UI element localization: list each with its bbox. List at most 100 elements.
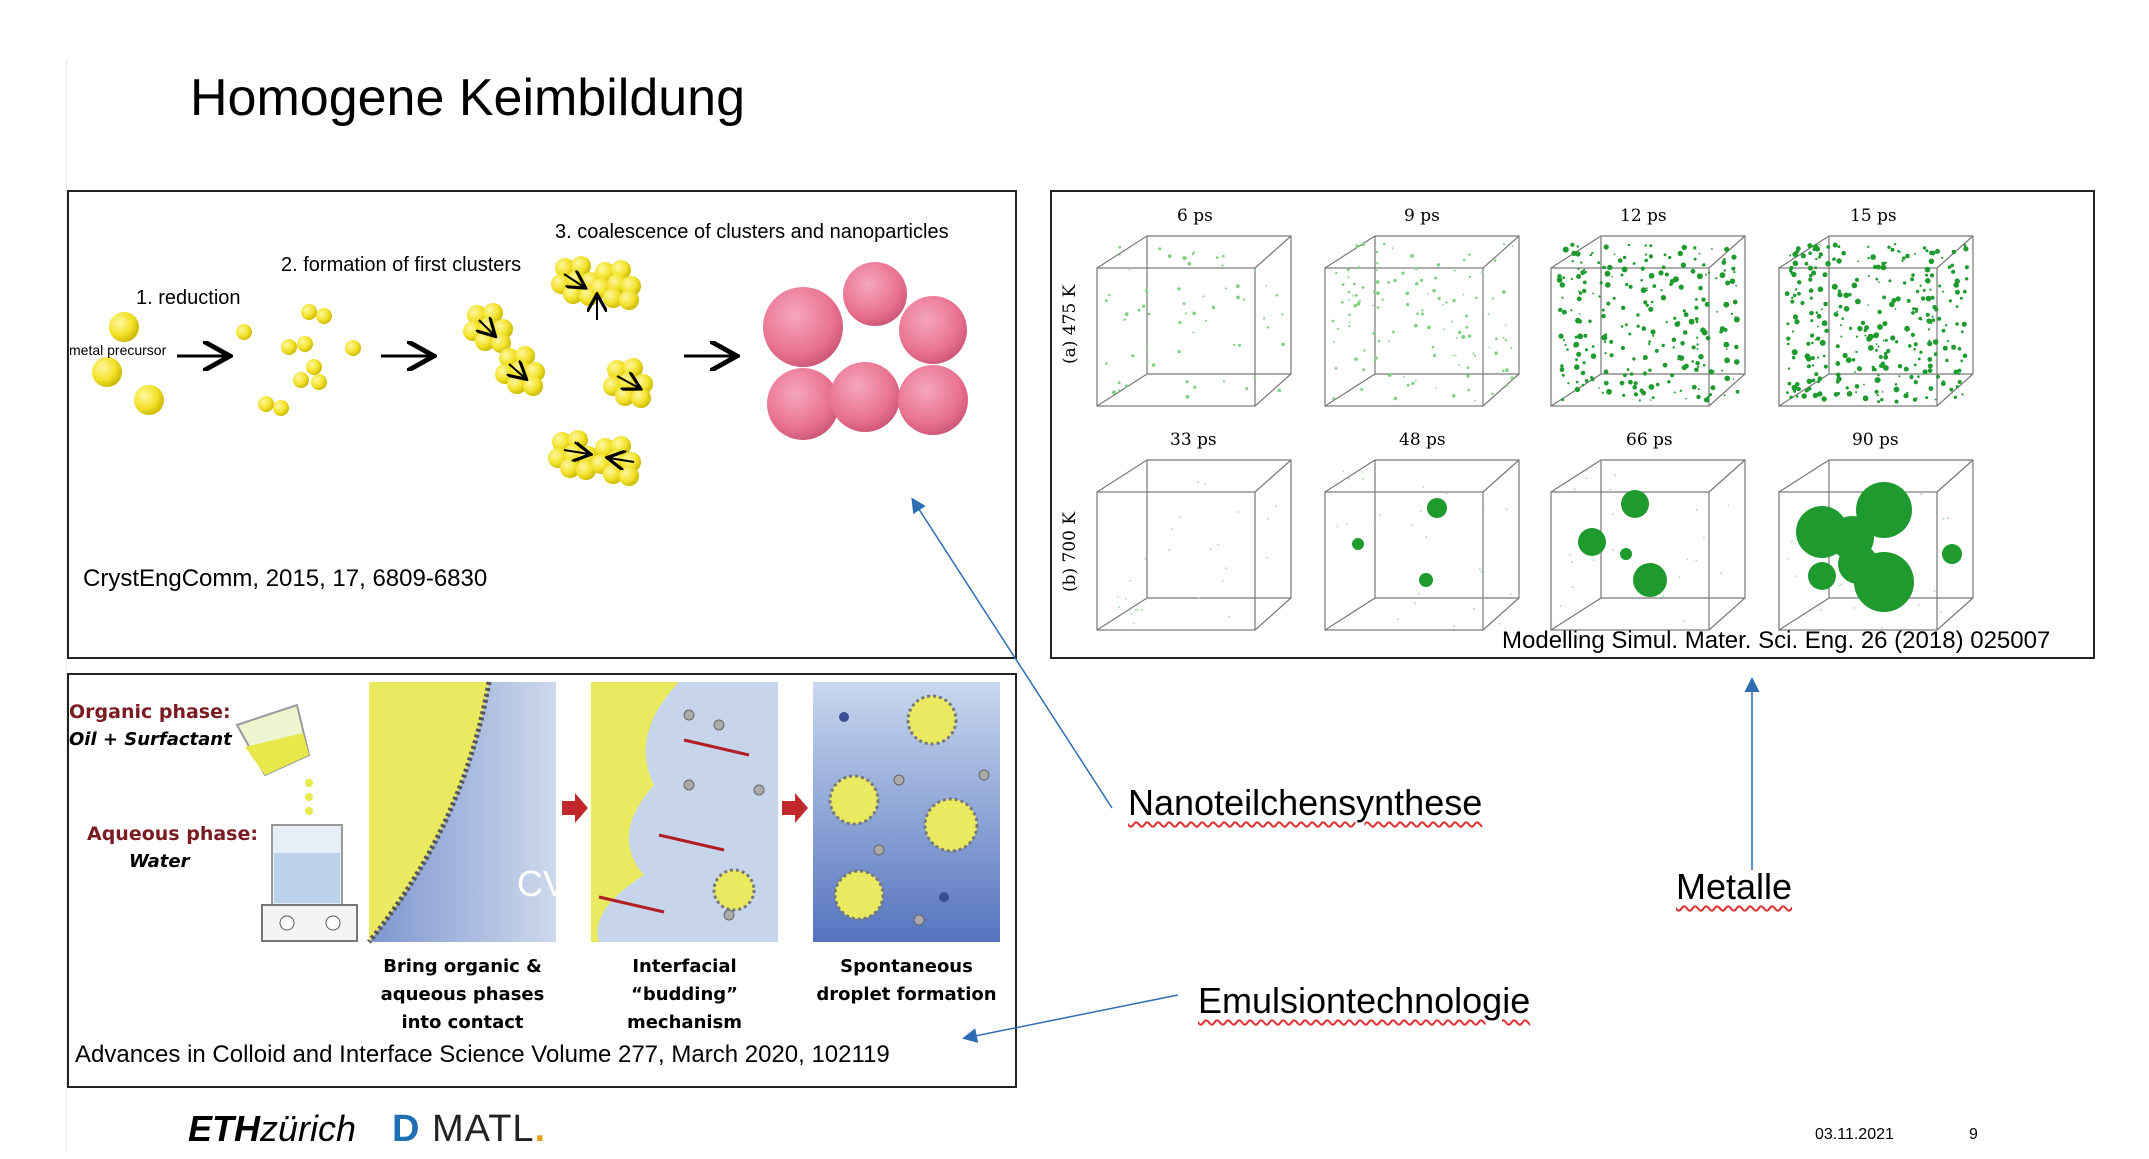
- atom-speckle: [1130, 613, 1133, 615]
- atom-speckle: [1849, 326, 1853, 330]
- atom-speckle: [1686, 558, 1689, 561]
- atom-speckle: [1874, 389, 1879, 394]
- atom-speckle: [1696, 394, 1701, 400]
- atom-speckle: [1696, 336, 1699, 339]
- atom-speckle: [1821, 396, 1827, 402]
- atom-speckle: [1917, 357, 1921, 361]
- atom-speckle: [1625, 282, 1629, 287]
- atom-speckle: [1467, 334, 1472, 338]
- atom-speckle: [1640, 266, 1645, 271]
- atom-speckle: [1695, 361, 1700, 366]
- atom-speckle: [1837, 245, 1841, 249]
- atom-speckle: [1170, 528, 1173, 531]
- atom-speckle: [1648, 340, 1651, 343]
- atom-speckle: [1930, 322, 1933, 325]
- atom-speckle: [1167, 254, 1172, 259]
- atom-speckle: [1723, 301, 1730, 308]
- atom-speckle: [1947, 265, 1952, 269]
- atom-speckle: [1908, 344, 1912, 348]
- atom-speckle: [1636, 324, 1640, 328]
- atom-speckle: [1575, 358, 1578, 361]
- atom-speckle: [1955, 385, 1959, 389]
- atom-speckle: [1603, 244, 1609, 250]
- atom-speckle: [1123, 318, 1126, 321]
- atom-speckle: [1888, 279, 1892, 283]
- atom-speckle: [1561, 309, 1567, 315]
- atom-speckle: [1118, 389, 1121, 392]
- atom-speckle: [1578, 291, 1583, 295]
- atom-speckle: [1124, 597, 1127, 600]
- atom-speckle: [1722, 273, 1726, 276]
- atom-speckle: [1177, 287, 1181, 291]
- atom-speckle: [1648, 384, 1655, 390]
- atom-speckle: [1642, 355, 1648, 360]
- atom-speckle: [1455, 337, 1458, 339]
- emulsion-citation: Advances in Colloid and Interface Scienc…: [75, 1041, 890, 1068]
- atom-speckle: [1562, 246, 1569, 253]
- atom-speckle: [1926, 318, 1932, 324]
- atom-speckle: [1875, 277, 1879, 281]
- atom-speckle: [1603, 369, 1609, 375]
- atom-speckle: [1605, 282, 1611, 288]
- atom-speckle: [1421, 312, 1424, 316]
- atom-speckle: [1236, 295, 1240, 300]
- atom-speckle: [1695, 559, 1698, 562]
- atom-speckle: [1964, 265, 1969, 270]
- atom-speckle: [1696, 348, 1699, 350]
- atom-speckle: [1957, 373, 1960, 375]
- atom-speckle: [1274, 505, 1277, 508]
- atom-speckle: [1348, 321, 1351, 323]
- atom-speckle: [1617, 258, 1623, 263]
- atom-speckle: [1724, 357, 1730, 364]
- atom-speckle: [1422, 486, 1425, 488]
- atom-speckle: [1192, 311, 1196, 316]
- atom-speckle: [1843, 292, 1849, 299]
- atom-speckle: [1582, 361, 1586, 365]
- dmatl-logo: D MATL.: [392, 1108, 547, 1150]
- atom-speckle: [1381, 298, 1384, 301]
- atom-speckle: [1655, 382, 1660, 387]
- atom-speckle: [1118, 245, 1122, 249]
- atom-speckle: [1893, 386, 1900, 393]
- atom-speckle: [1466, 374, 1470, 378]
- atom-speckle: [1583, 268, 1586, 271]
- atom-speckle: [1810, 319, 1814, 323]
- atom-speckle: [1352, 294, 1355, 297]
- atom-speckle: [1648, 368, 1652, 372]
- atom-speckle: [1574, 364, 1580, 370]
- atom-speckle: [1645, 303, 1649, 307]
- atom-speckle: [1810, 356, 1815, 360]
- atom-speckle: [1732, 299, 1738, 305]
- reduced-atoms: [236, 304, 361, 416]
- atom-speckle: [1931, 318, 1936, 323]
- atom-speckle: [1361, 471, 1363, 473]
- atom-speckle: [1185, 394, 1190, 399]
- atom-speckle: [1413, 323, 1418, 328]
- atom-speckle: [1332, 397, 1336, 401]
- atom-speckle: [1677, 358, 1679, 361]
- atom-speckle: [1851, 282, 1858, 289]
- atom-speckle: [1650, 329, 1656, 335]
- atom-speckle: [1910, 332, 1915, 337]
- atom-speckle: [1913, 342, 1918, 347]
- atom-speckle: [1723, 341, 1730, 348]
- atom-speckle: [1131, 354, 1135, 358]
- atom-speckle: [1804, 261, 1809, 266]
- atom-speckle: [1837, 289, 1841, 293]
- atom-speckle: [1881, 627, 1883, 629]
- atom-speckle: [1559, 282, 1565, 288]
- atom-speckle: [1632, 385, 1637, 390]
- atom-speckle: [1786, 336, 1791, 341]
- atom-speckle: [1620, 273, 1624, 277]
- organic-phase-title: Organic phase:: [69, 701, 231, 723]
- atom-speckle: [1337, 327, 1340, 330]
- atom-speckle: [1877, 324, 1883, 330]
- atom-speckle: [1581, 383, 1585, 387]
- atom-speckle: [1809, 274, 1813, 278]
- atom-speckle: [1955, 322, 1959, 326]
- atom-speckle: [1791, 296, 1794, 299]
- atom-speckle: [1646, 289, 1648, 292]
- atom-speckle: [1698, 285, 1703, 291]
- atom-speckle: [1574, 386, 1581, 393]
- atom-speckle: [1963, 246, 1969, 252]
